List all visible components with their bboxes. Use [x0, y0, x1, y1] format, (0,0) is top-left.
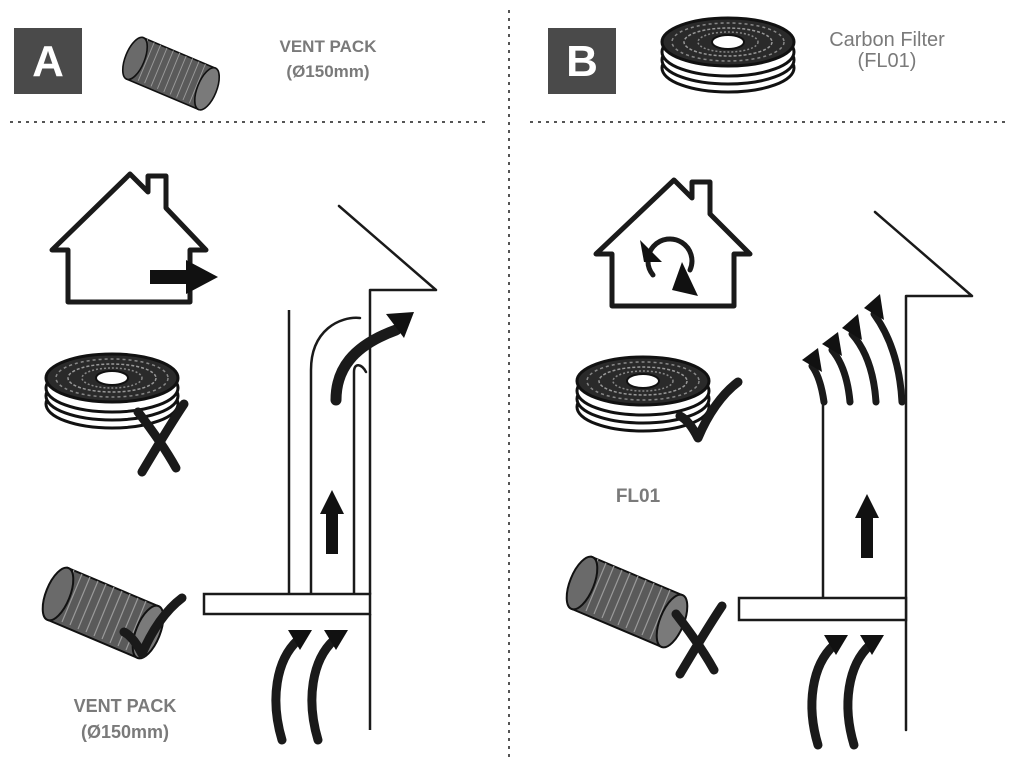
cross-icon — [676, 606, 722, 674]
panel-b-badge-letter: B — [566, 37, 598, 86]
hood-structure-b — [737, 210, 974, 732]
house-exhaust-icon — [49, 171, 218, 305]
up-arrow-icon — [320, 490, 344, 554]
vent-pack-bottom-title: VENT PACK — [74, 696, 177, 716]
airflow-arrows-b — [807, 635, 884, 750]
panel-b-badge — [548, 28, 616, 94]
airflow-arrows-a — [271, 312, 414, 745]
hood-structure-a — [202, 204, 438, 730]
panel-a-badge-letter: A — [32, 37, 64, 86]
panel-a-header: A VENT PACK (Ø150mm) — [14, 28, 378, 114]
vent-pack-header-size: (Ø150mm) — [286, 62, 369, 81]
divider-lines — [10, 10, 1008, 762]
carbon-filter-header-title: Carbon Filter — [829, 29, 945, 51]
filter-label: FL01 — [616, 486, 661, 507]
duct-icon — [559, 551, 695, 653]
vent-pack-bottom-size: (Ø150mm) — [81, 722, 169, 742]
recirculation-arrows-b — [802, 294, 906, 406]
panel-a-badge — [14, 28, 82, 94]
house-recirculate-icon — [593, 177, 753, 309]
vent-pack-header-title: VENT PACK — [280, 37, 378, 56]
up-arrow-icon — [855, 494, 879, 558]
carbon-filter-icon — [660, 16, 796, 94]
carbon-filter-icon — [44, 352, 180, 430]
carbon-filter-header-code: (FL01) — [858, 50, 917, 72]
panel-b-header: B Carbon Filter (FL01) — [548, 16, 945, 94]
duct-icon — [116, 33, 226, 114]
